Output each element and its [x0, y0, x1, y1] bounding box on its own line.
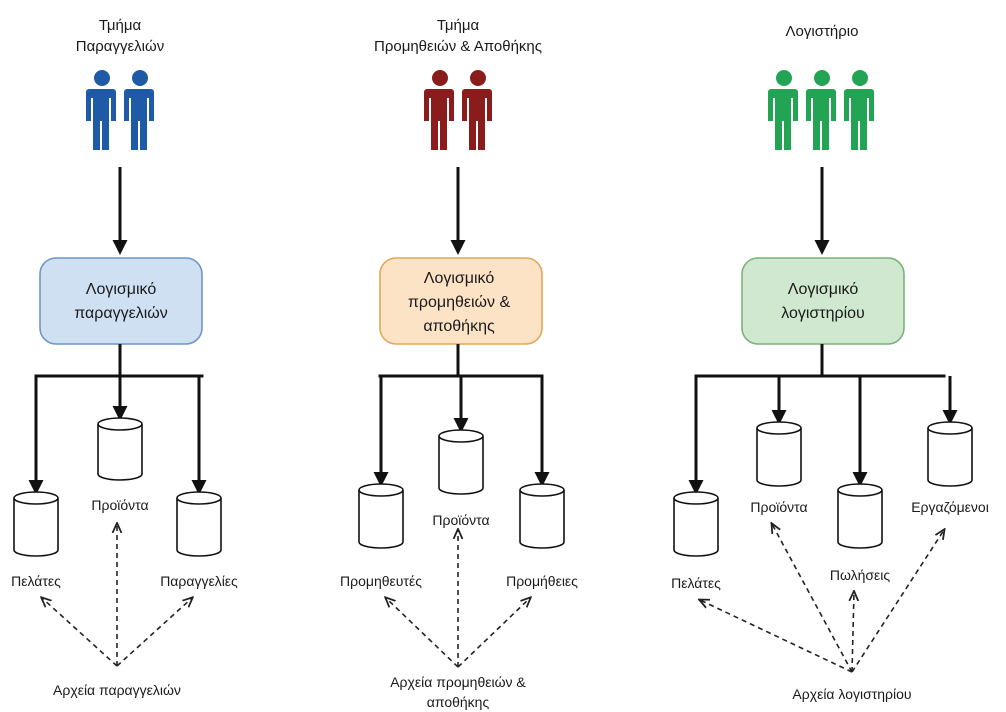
file-label: Πωλήσεις: [830, 567, 891, 583]
dashed-arrow: [852, 592, 854, 673]
department-title: Λογιστήριο: [786, 23, 859, 40]
file-label: Προμήθειες: [506, 573, 578, 589]
file-label: Παραγγελίες: [160, 573, 238, 589]
department-title: Τμήμα: [99, 17, 142, 34]
dashed-arrow: [116, 598, 192, 667]
software-label: παραγγελιών: [74, 305, 168, 322]
software-box: Λογισμικό παραγγελιών: [39, 257, 203, 345]
database-icon: [438, 429, 484, 495]
file-0: Προμηθευτές: [340, 376, 422, 589]
dashed-arrow: [386, 598, 459, 668]
database-icon: [13, 491, 59, 557]
archive-label: Αρχεία λογιστηρίου: [792, 686, 911, 702]
database-icon: [927, 421, 973, 487]
file-label: Πελάτες: [11, 573, 61, 589]
people-group: [424, 70, 492, 150]
archive-label: Αρχεία παραγγελιών: [53, 682, 181, 698]
software-label: προμηθειών &: [408, 294, 511, 311]
file-1: Προϊόντα: [750, 376, 808, 515]
people-group: [86, 70, 154, 150]
file-label: Προϊόντα: [432, 512, 489, 528]
file-label: Προϊόντα: [91, 497, 148, 513]
database-icon: [176, 491, 222, 557]
database-icon: [519, 483, 565, 549]
department-title: Παραγγελιών: [76, 38, 164, 55]
department-title: Τμήμα: [437, 17, 480, 34]
file-2: Πωλήσεις: [830, 376, 891, 583]
file-0: Πελάτες: [11, 376, 61, 589]
person-icon: [806, 70, 836, 150]
person-icon: [124, 70, 154, 150]
file-2: Παραγγελίες: [160, 376, 238, 589]
database-icon: [358, 483, 404, 549]
file-3: Εργαζόμενοι: [911, 376, 989, 515]
database-icon: [756, 421, 802, 487]
file-label: Πελάτες: [671, 575, 721, 591]
person-icon: [86, 70, 116, 150]
archive-label: αποθήκης: [427, 694, 490, 710]
person-icon: [844, 70, 874, 150]
software-box: Λογισμικό προμηθειών & αποθήκης: [379, 257, 543, 345]
software-label: Λογισμικό: [788, 281, 859, 298]
software-box: Λογισμικό λογιστηρίου: [741, 257, 905, 345]
database-icon: [837, 483, 883, 549]
file-2: Προμήθειες: [506, 376, 578, 589]
dashed-arrow: [457, 598, 530, 668]
software-label: Λογισμικό: [424, 270, 495, 287]
file-0: Πελάτες: [671, 376, 721, 591]
dashed-arrow: [42, 598, 118, 667]
database-icon: [97, 417, 143, 481]
dashed-arrow: [851, 530, 944, 673]
file-label: Προμηθευτές: [340, 573, 422, 589]
database-icon: [673, 491, 719, 557]
archive-links: [700, 524, 944, 673]
file-1: Προϊόντα: [91, 376, 149, 513]
file-label: Εργαζόμενοι: [911, 499, 989, 515]
person-icon: [462, 70, 492, 150]
dashed-arrow: [772, 524, 853, 673]
file-1: Προϊόντα: [432, 376, 490, 528]
people-group: [768, 70, 874, 150]
person-icon: [424, 70, 454, 150]
software-label: λογιστηρίου: [781, 305, 865, 322]
software-label: αποθήκης: [423, 318, 495, 335]
dashed-arrow: [700, 600, 853, 673]
person-icon: [768, 70, 798, 150]
archive-label: Αρχεία προμηθειών &: [390, 674, 526, 690]
file-label: Προϊόντα: [750, 499, 807, 515]
department-title: Προμηθειών & Αποθήκης: [374, 38, 542, 55]
archive-links: [386, 530, 530, 668]
archive-links: [42, 524, 192, 667]
software-label: Λογισμικό: [86, 281, 157, 298]
